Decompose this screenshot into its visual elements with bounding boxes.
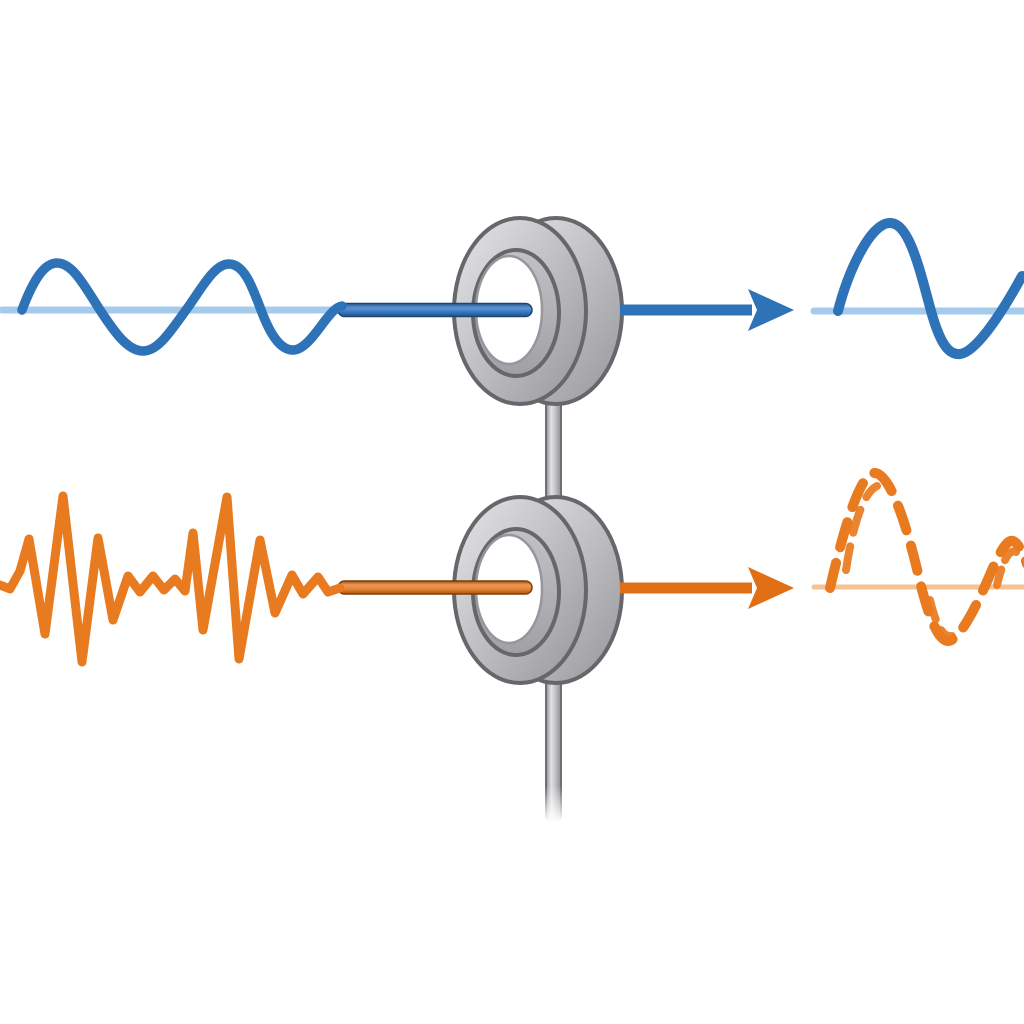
top-arrow-shaft — [620, 304, 752, 316]
bottom-arrow-shaft — [620, 582, 752, 594]
filtered-output-wave-sketch-3 — [926, 596, 956, 641]
bottom-output-arrow — [620, 567, 794, 609]
bottom-wire — [337, 580, 533, 595]
filtered-output-wave-sketch-2 — [993, 547, 1020, 589]
noisy-input-wave — [0, 491, 345, 667]
filtered-output-wave-sketch-1 — [842, 482, 881, 574]
top-wire — [337, 302, 533, 318]
bottom-arrow-head — [748, 567, 794, 609]
top-arrow-head — [748, 289, 794, 331]
top-output-arrow — [620, 289, 794, 331]
clean-input-wave — [17, 258, 347, 356]
rod-fade — [541, 786, 566, 826]
clean-output-wave — [833, 217, 1024, 360]
filtered-output-wave — [825, 468, 1024, 647]
